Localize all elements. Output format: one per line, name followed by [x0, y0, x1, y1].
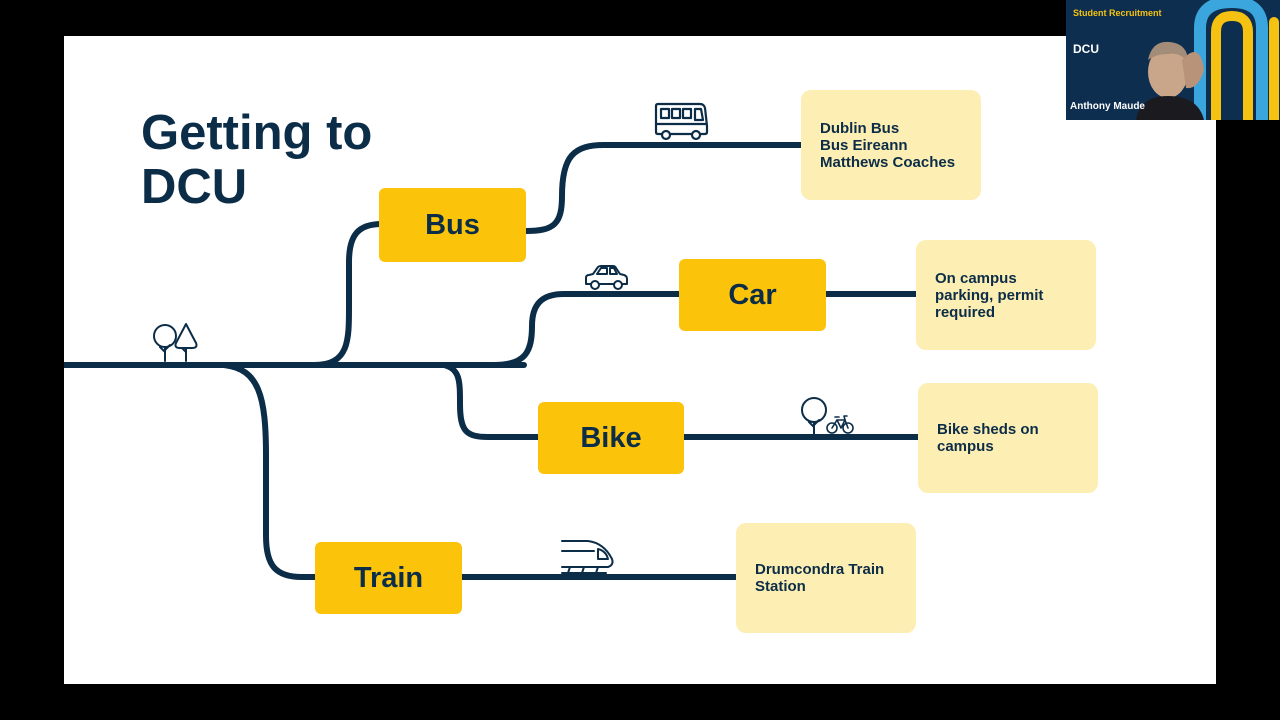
- car-mode-box: Car: [679, 259, 826, 331]
- train-route-line: [221, 362, 319, 580]
- bus-icon: [654, 102, 709, 141]
- train-info-line-2: Station: [755, 578, 806, 595]
- train-mode-label: Train: [353, 561, 424, 594]
- bike-mode-label: Bike: [580, 421, 642, 454]
- bicycle-icon: [826, 415, 854, 434]
- bus-route-line: [311, 221, 394, 368]
- trees-icon: [153, 323, 198, 362]
- car-icon: [585, 265, 628, 290]
- bus-info-line-1: Dublin Bus: [820, 119, 900, 137]
- car-info-line-1: On campus: [935, 269, 1017, 287]
- bus-mode-label: Bus: [425, 208, 480, 241]
- train-mode-box: Train: [315, 542, 462, 614]
- car-info-line-3: required: [935, 303, 996, 321]
- participant-name: Anthony Maude: [1070, 101, 1145, 112]
- bus-info-line: [523, 142, 805, 234]
- bike-route-line: [441, 362, 542, 440]
- presentation-slide: Getting to DCU: [64, 36, 1216, 684]
- bike-info-box: Bike sheds on campus: [918, 383, 1098, 493]
- bike-info-line-1: Bike sheds on: [937, 421, 1039, 438]
- webcam-background-art: [1066, 0, 1280, 120]
- slide-title-line-1: Getting to: [141, 106, 373, 160]
- bike-info-line-2: campus: [937, 438, 994, 455]
- train-info-line-1: Drumcondra Train: [755, 561, 885, 578]
- bus-info-line-3: Matthews Coaches: [820, 153, 956, 171]
- slide-title: Getting to DCU: [141, 106, 372, 214]
- train-info-box: Drumcondra Train Station: [736, 523, 916, 633]
- bus-info-line-2: Bus Eireann: [820, 136, 908, 154]
- webcam-header-text: Student Recruitment: [1073, 8, 1162, 18]
- route-map: [64, 142, 921, 580]
- bike-mode-box: Bike: [538, 402, 684, 474]
- car-info-box: On campus parking, permit required: [916, 240, 1096, 350]
- bus-mode-box: Bus: [379, 188, 526, 262]
- car-mode-label: Car: [728, 278, 777, 311]
- tree-icon: [801, 397, 827, 436]
- car-info-line-2: parking, permit: [935, 286, 1044, 304]
- slide-title-line-2: DCU: [141, 160, 248, 214]
- bus-info-box: Dublin Bus Bus Eireann Matthews Coaches: [801, 90, 981, 200]
- participant-video-tile[interactable]: Student Recruitment DCU Anthony Maude: [1066, 0, 1280, 120]
- webcam-logo-text: DCU: [1073, 42, 1099, 56]
- train-icon: [561, 540, 614, 574]
- car-route-line: [491, 291, 683, 368]
